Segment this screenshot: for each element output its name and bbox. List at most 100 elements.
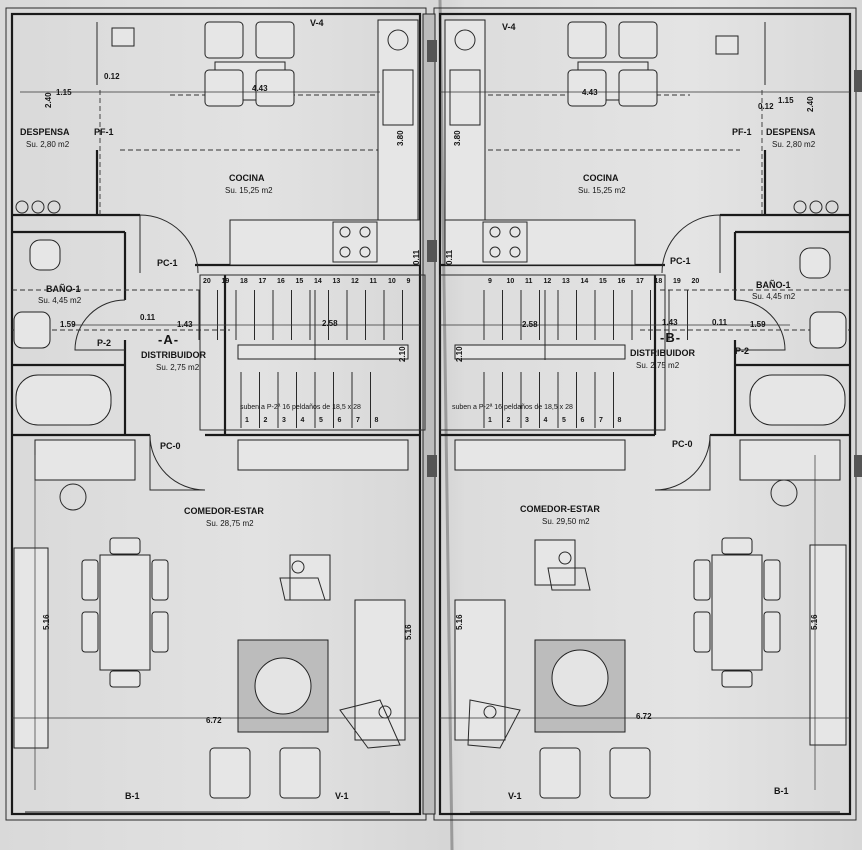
unit-a-distribuidor-name: DISTRIBUIDOR [141,350,206,360]
unit-b-dim-258: 2.58 [522,320,538,329]
unit-a-distribuidor-area: Su. 2,75 m2 [156,363,200,372]
unit-a-dim-012: 0.12 [104,72,120,81]
unit-b-dim-240: 2.40 [806,96,815,112]
unit-b-window-v1: V-1 [508,791,522,801]
stair-step-number: 11 [525,278,533,285]
unit-b-dim-143: 1.43 [662,318,678,327]
unit-b-dim-443: 4.43 [582,88,598,97]
unit-b-window-b1: B-1 [774,786,789,796]
stair-step-number: 12 [351,278,359,285]
unit-b-stair-note: suben a P-2ª 16 peldaños de 18,5 x 28 [452,404,573,411]
unit-b-dim-380: 3.80 [453,130,462,146]
unit-b-service-lines [480,90,763,215]
stair-step-number: 13 [562,278,570,285]
unit-b-distribuidor-name: DISTRIBUIDOR [630,348,695,358]
stair-step-number: 18 [240,278,248,285]
stair-step-number: 17 [258,278,267,285]
unit-a-cocina-area: Su. 15,25 m2 [225,186,273,195]
stair-step-number: 12 [543,278,552,285]
unit-a-dim-516a: 5.16 [42,614,51,630]
unit-b-dim-672: 6.72 [636,712,652,721]
unit-a-dim-672: 6.72 [206,716,222,725]
stair-step-number: 8 [374,417,379,424]
unit-b-dim-159: 1.59 [750,320,766,329]
unit-a-dim-115: 1.15 [56,88,72,97]
stair-step-number: 10 [388,278,396,285]
paper-fold [438,0,454,850]
unit-a-door-pc0: PC-0 [160,441,181,451]
unit-a-door-pc1: PC-1 [157,258,178,268]
unit-a-door-p2: P-2 [97,338,112,348]
stair-step-number: 9 [406,278,411,285]
stair-step-number: 18 [654,278,663,285]
unit-b-bano-area: Su. 4,45 m2 [752,292,796,301]
column [427,240,437,262]
stair-step-number: 17 [636,278,644,285]
unit-a-cocina-name: COCINA [229,173,265,183]
stair-step-number: 14 [580,278,589,285]
unit-a-living-furniture [13,439,406,813]
unit-b-cocina-area: Su. 15,25 m2 [578,186,626,195]
unit-a-service-lines [99,90,380,215]
unit-b-door-pf1: PF-1 [732,127,752,137]
unit-a-kitchen-counter [229,19,421,266]
unit-a-dim-443: 4.43 [252,84,268,93]
unit-b-dim-011: 0.11 [712,318,728,327]
stair-step-number: 6 [580,417,585,424]
unit-b-kitchen-counter [444,19,636,266]
stair-step-number: 20 [203,278,211,285]
unit-b-dim-516b: 5.16 [810,614,819,630]
unit-b-dim-516a: 5.16 [455,614,464,630]
stair-step-number: 14 [314,278,322,285]
unit-b-boilers [793,200,839,214]
unit-a-dim-258: 2.58 [322,319,338,328]
unit-b-bathroom-fixtures [749,247,847,426]
stair-step-number: 19 [221,278,230,285]
unit-a-bano-name: BAÑO-1 [46,284,81,294]
unit-a-window-v4: V-4 [310,18,324,28]
stair-step-number: 19 [673,278,681,285]
unit-b-distribuidor-area: Su. 2,75 m2 [636,361,680,370]
stair-step-number: 9 [488,278,492,285]
unit-b-door-pc0: PC-0 [672,439,693,449]
stair-step-number: 5 [562,417,566,424]
stair-step-number: 4 [300,417,305,424]
stair-step-number: 13 [332,278,341,285]
dimension-lines [12,91,850,790]
unit-b-dim-011b: 0.11 [445,249,454,265]
unit-a-bano-area: Su. 4,45 m2 [38,296,82,305]
stair-step-number: 7 [356,417,360,424]
unit-b-comedor-name: COMEDOR-ESTAR [520,504,600,514]
unit-a-comedor-area: Su. 28,75 m2 [206,519,254,528]
stair-step-number: 10 [506,278,515,285]
stair-step-number: 8 [617,417,622,424]
unit-b-dash [640,289,850,331]
unit-a-bathroom-fixtures [13,239,112,426]
stair-step-number: 16 [277,278,285,285]
stair-step-number: 20 [691,278,700,285]
stair-step-number: 3 [282,417,286,424]
unit-b-laptop [715,35,739,55]
unit-b-mark: -B- [660,330,682,345]
party-wall [422,13,436,815]
unit-a-dim-210: 2.10 [398,346,407,362]
unit-b-despensa-area: Su. 2,80 m2 [772,140,816,149]
unit-b-dim-210: 2.10 [455,346,464,362]
stair-step-number: 7 [599,417,603,424]
unit-a-dim-159: 1.59 [60,320,76,329]
unit-b-dim-115: 1.15 [778,96,794,105]
stair-step-number: 15 [599,278,607,285]
person-figures [279,551,591,749]
unit-a-window-v1: V-1 [335,791,349,801]
unit-b-stairs [439,274,688,471]
unit-b-comedor-area: Su. 29,50 m2 [542,517,590,526]
stair-step-number: 1 [245,417,249,424]
unit-a-dim-011: 0.11 [140,313,156,322]
unit-b-living-furniture [454,439,847,813]
unit-a-kitchen-table [204,21,295,107]
stair-step-number: 2 [506,417,511,424]
unit-a-mark: -A- [158,332,180,347]
unit-b-door-pc1: PC-1 [670,256,691,266]
